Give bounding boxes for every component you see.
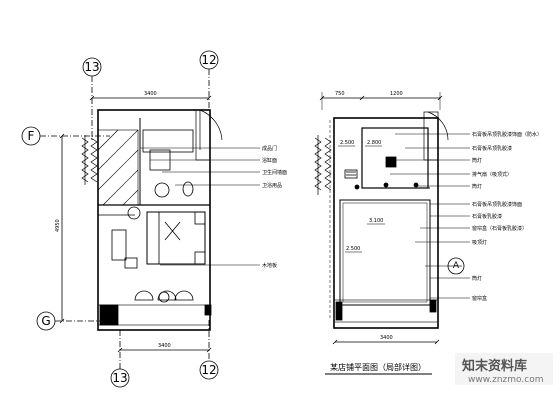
- right-note-10: 筒灯: [472, 275, 482, 282]
- right-note-11: 窗帘盒: [472, 295, 487, 302]
- axis-label-12-top: 12: [201, 53, 216, 67]
- axis-label-G: G: [41, 314, 50, 328]
- level-top-mid: 2.800: [367, 140, 381, 146]
- watermark-text: 知末资料库: [462, 358, 527, 374]
- dim-bottom-left: 3400: [158, 343, 171, 349]
- left-note-1: 成品门: [262, 145, 277, 152]
- axis-label-F: F: [28, 129, 35, 143]
- dim-top-left: 3400: [144, 91, 157, 97]
- wardrobe-hangers: [81, 135, 98, 185]
- axis-bubble-12-bottom: [199, 360, 219, 380]
- watermark-url: www.znzmo.com: [468, 375, 543, 385]
- left-note-3: 卫生间墙面: [262, 169, 287, 176]
- armchairs: [134, 290, 194, 303]
- wardrobe-hangers-right: [314, 135, 332, 195]
- dim-top-right-1: 750: [335, 91, 345, 97]
- axis-label-12-bottom: 12: [201, 363, 216, 377]
- left-room-outline: [97, 109, 211, 331]
- level-main: 3.100: [369, 218, 383, 224]
- left-note-2: 浴缸面: [262, 157, 277, 164]
- exhaust-fan: [385, 156, 397, 168]
- right-note-7: 石膏板乳胶漆: [472, 213, 502, 220]
- right-note-2: 石膏板吊顶乳胶漆: [472, 145, 512, 152]
- level-top-left: 2.500: [340, 140, 354, 146]
- axis-label-A: A: [453, 261, 460, 271]
- right-note-3: 筒灯: [472, 157, 482, 164]
- toilet: [182, 181, 194, 197]
- dim-bottom-right: 3400: [380, 335, 393, 341]
- washbasin: [154, 182, 170, 198]
- left-note-4: 卫浴用品: [262, 182, 282, 189]
- right-note-5: 筒灯: [472, 183, 482, 190]
- right-note-8: 窗帘盒（石膏板乳胶漆）: [472, 225, 527, 232]
- dim-top-right-2: 1200: [390, 91, 403, 97]
- hatched-wardrobe: [97, 129, 139, 206]
- drawing-title: 某店铺平面图（局部详图）: [330, 362, 426, 372]
- right-note-4: 排气扇（吸顶式）: [472, 171, 512, 178]
- right-room-outline: [333, 117, 439, 329]
- bed: [146, 211, 206, 265]
- axis-label-13-bottom: 13: [112, 371, 127, 385]
- main-ceiling-area: [339, 199, 431, 306]
- left-floor-plan: [21, 50, 260, 388]
- right-note-6: 石膏板吊顶乳胶漆饰面: [472, 201, 522, 208]
- right-ceiling-plan: [314, 92, 470, 345]
- axis-label-13-top: 13: [84, 60, 99, 74]
- right-note-1: 石膏板吊顶乳胶漆饰面（防水）: [472, 131, 542, 138]
- watermark-logo: 知末资料库 www.znzmo.com: [455, 353, 553, 385]
- desk: [111, 229, 127, 261]
- dim-side-left: 4950: [55, 219, 61, 232]
- right-note-9: 吸顶灯: [472, 239, 487, 246]
- left-note-5: 木地板: [262, 262, 277, 269]
- window-right: [333, 299, 439, 323]
- level-main-left: 2.500: [346, 246, 360, 252]
